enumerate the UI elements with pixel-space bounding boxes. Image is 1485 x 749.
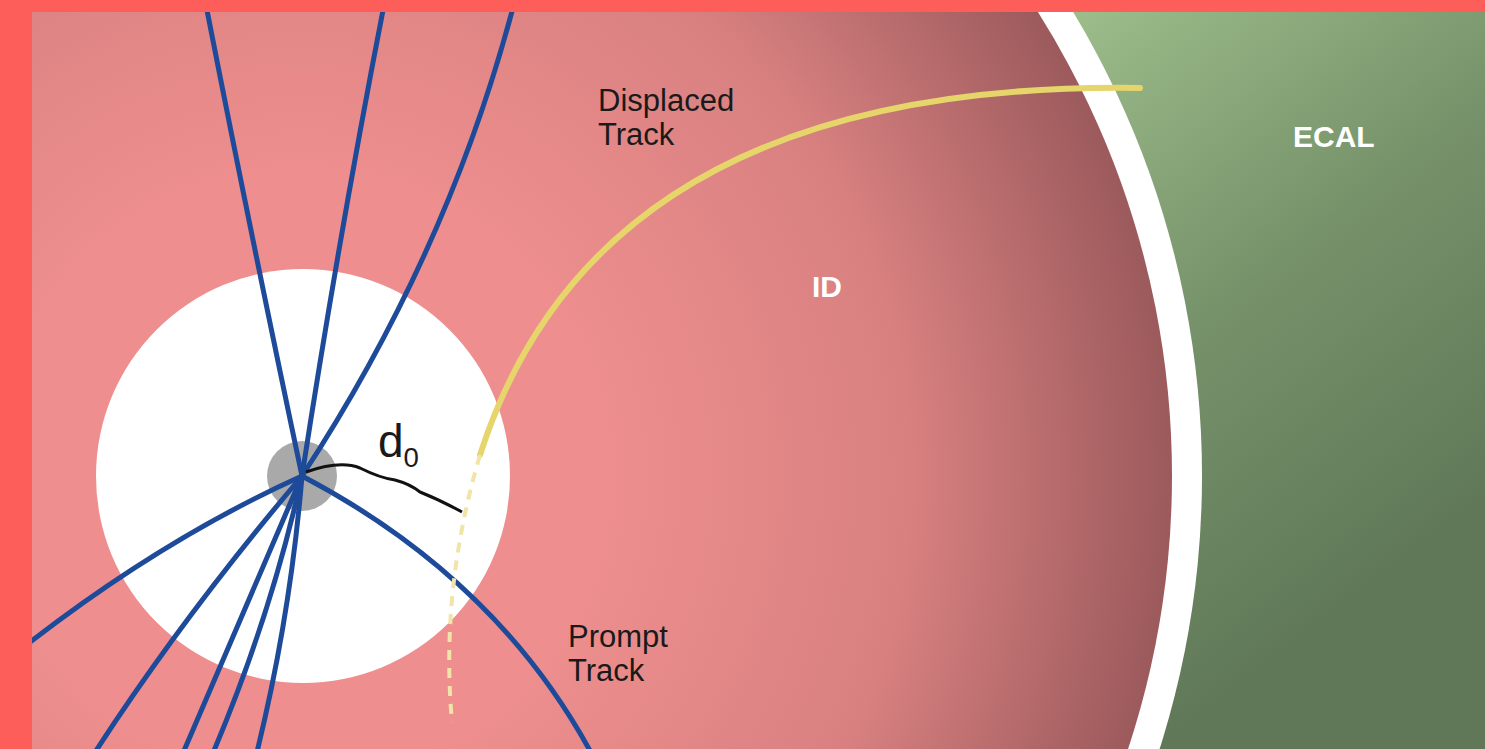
- track-label: Displaced Track: [598, 84, 788, 152]
- track-label: Prompt Track: [568, 620, 738, 688]
- region-label: ID: [812, 270, 842, 304]
- detector-region: [32, 12, 1485, 749]
- inner-detector-region: [32, 12, 1172, 749]
- track-extrapolation: [449, 455, 480, 722]
- gap-band: [32, 12, 1202, 749]
- displaced-track: [480, 88, 1140, 455]
- impact-parameter-brace: [306, 465, 462, 512]
- dimension-label: d0: [378, 418, 419, 471]
- region-label: ECAL: [1293, 120, 1375, 154]
